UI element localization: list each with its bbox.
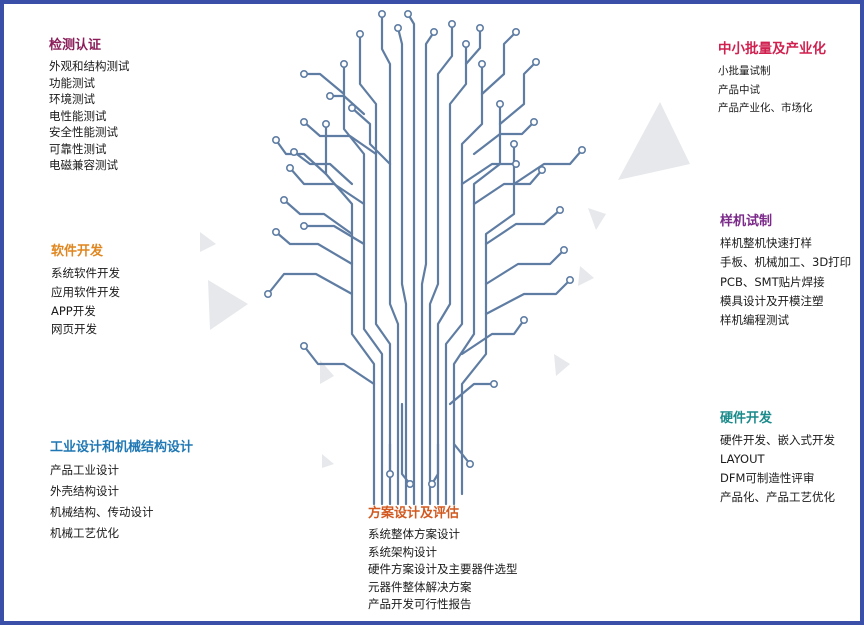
list-item: 机械工艺优化 xyxy=(50,526,119,540)
section-industrial-design: 工业设计和机械结构设计 产品工业设计 外壳结构设计 机械结构、传动设计 机械工艺… xyxy=(50,436,193,544)
list-item: 硬件方案设计及主要器件选型 xyxy=(368,562,518,577)
section-batch-production: 中小批量及产业化 小批量试制 产品中试 产品产业化、市场化 xyxy=(718,37,826,118)
diagram-canvas: 检测认证 外观和结构测试 功能测试 环境测试 电性能测试 安全性能测试 可靠性测… xyxy=(4,4,860,621)
triangle-shape xyxy=(320,360,334,384)
list-item: 应用软件开发 xyxy=(51,284,120,299)
list-item: 小批量试制 xyxy=(718,65,771,77)
triangle-shape xyxy=(618,102,690,180)
triangle-shape xyxy=(554,354,570,376)
decorative-triangles xyxy=(200,102,690,468)
section-title: 硬件开发 xyxy=(720,411,773,426)
list-item: 环境测试 xyxy=(49,92,95,106)
list-item: 产品产业化、市场化 xyxy=(718,102,813,114)
list-item: 电磁兼容测试 xyxy=(49,158,118,172)
list-item: 系统整体方案设计 xyxy=(368,527,460,541)
section-software: 软件开发 系统软件开发 应用软件开发 APP开发 网页开发 xyxy=(51,240,120,339)
list-item: 产品中试 xyxy=(718,83,760,96)
list-item: APP开发 xyxy=(51,303,96,318)
list-item: 安全性能测试 xyxy=(49,125,118,139)
list-item: 产品工业设计 xyxy=(50,463,119,477)
list-item: DFM可制造性评审 xyxy=(720,471,815,485)
list-item: 外壳结构设计 xyxy=(50,484,119,498)
list-item: 样机整机快速打样 xyxy=(720,236,812,250)
section-title: 工业设计和机械结构设计 xyxy=(50,440,194,455)
section-testing: 检测认证 外观和结构测试 功能测试 环境测试 电性能测试 安全性能测试 可靠性测… xyxy=(49,34,130,174)
triangle-shape xyxy=(588,208,606,230)
list-item: 产品开发可行性报告 xyxy=(368,597,472,612)
list-item: 元器件整体解决方案 xyxy=(368,579,472,594)
triangle-shape xyxy=(578,266,594,286)
list-item: 产品化、产品工艺优化 xyxy=(720,490,835,504)
list-item: 硬件开发、嵌入式开发 xyxy=(720,433,835,447)
list-item: 可靠性测试 xyxy=(49,141,107,156)
section-title: 软件开发 xyxy=(51,244,104,259)
list-item: PCB、SMT贴片焊接 xyxy=(720,274,825,289)
list-item: 手板、机械加工、3D打印 xyxy=(720,255,852,270)
section-hardware: 硬件开发 硬件开发、嵌入式开发 LAYOUT DFM可制造性评审 产品化、产品工… xyxy=(720,407,835,507)
triangle-shape xyxy=(200,232,216,252)
list-item: 功能测试 xyxy=(49,75,95,90)
list-item: 样机编程测试 xyxy=(720,313,789,328)
section-title: 检测认证 xyxy=(49,38,102,53)
list-item: LAYOUT xyxy=(720,452,765,466)
list-item: 机械结构、传动设计 xyxy=(50,505,154,519)
section-scheme-design: 方案设计及评估 系统整体方案设计 系统架构设计 硬件方案设计及主要器件选型 元器… xyxy=(368,502,518,614)
section-title: 中小批量及产业化 xyxy=(718,41,826,57)
list-item: 系统架构设计 xyxy=(368,544,437,559)
list-item: 外观和结构测试 xyxy=(49,59,130,73)
section-title: 样机试制 xyxy=(720,214,773,229)
triangle-shape xyxy=(322,454,334,468)
list-item: 模具设计及开模注塑 xyxy=(720,293,824,308)
list-item: 网页开发 xyxy=(51,322,97,337)
section-prototype: 样机试制 样机整机快速打样 手板、机械加工、3D打印 PCB、SMT贴片焊接 模… xyxy=(720,210,851,330)
triangle-shape xyxy=(208,280,248,330)
circuit-tree-graphic xyxy=(263,10,586,506)
list-item: 系统软件开发 xyxy=(51,266,120,280)
list-item: 电性能测试 xyxy=(49,108,107,123)
section-title: 方案设计及评估 xyxy=(368,506,460,521)
